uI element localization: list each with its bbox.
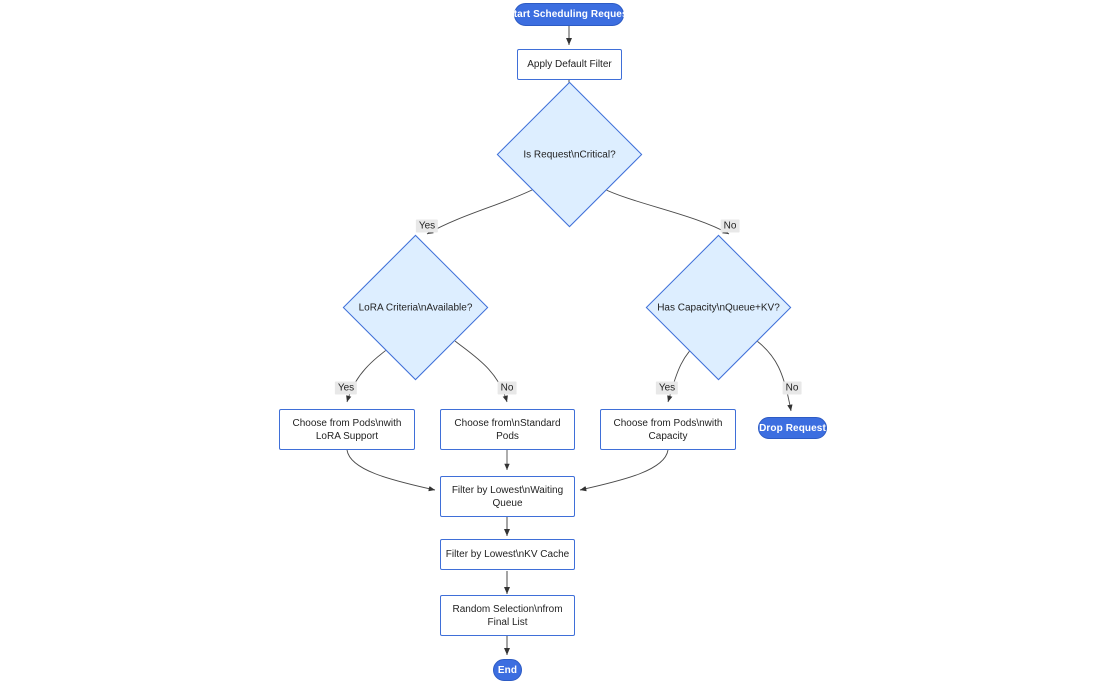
node-has-capacity[interactable]: Has Capacity\nQueue+KV? — [645, 234, 792, 381]
node-choose-standard-pods-line1: Choose from\nStandard — [454, 417, 561, 429]
edge-lora-pods-to-filter-queue — [346, 449, 436, 492]
node-filter-kv-cache[interactable]: Filter by Lowest\nKV Cache — [440, 539, 575, 570]
node-lora-criteria-available[interactable]: LoRA Criteria\nAvailable? — [342, 234, 489, 381]
node-choose-capacity-pods-line1: Choose from Pods\nwith — [613, 417, 723, 429]
edge-label-text: Yes — [337, 382, 355, 394]
edge-label-lora-yes: Yes — [334, 381, 358, 395]
node-apply-default-filter[interactable]: Apply Default Filter — [517, 49, 622, 80]
node-random-selection-line2: Final List — [487, 616, 528, 628]
edge-label-text: No — [785, 382, 799, 394]
edge-label-text: Yes — [418, 220, 436, 232]
edge-capacity-no-to-drop-request — [756, 340, 793, 412]
node-is-request-critical-label: Is Request\nCritical? — [523, 149, 616, 160]
node-filter-waiting-queue-line1: Filter by Lowest\nWaiting — [451, 484, 564, 496]
edge-critical-yes-to-lora — [426, 187, 537, 235]
node-lora-criteria-available-label: LoRA Criteria\nAvailable? — [358, 302, 473, 313]
node-end[interactable]: End — [493, 659, 522, 681]
edge-label-lora-no: No — [497, 381, 517, 395]
node-choose-standard-pods-line2: Pods — [496, 430, 519, 442]
node-start-label: Start Scheduling Request — [506, 9, 632, 20]
edge-capacity-pods-to-filter-queue — [579, 449, 669, 492]
node-drop-request-label: Drop Request — [759, 422, 826, 434]
node-drop-request[interactable]: Drop Request — [758, 417, 827, 439]
node-choose-lora-pods-line1: Choose from Pods\nwith — [292, 417, 402, 429]
node-random-selection[interactable]: Random Selection\nfrom Final List — [440, 595, 575, 636]
node-start[interactable]: Start Scheduling Request — [507, 3, 631, 26]
node-choose-capacity-pods[interactable]: Choose from Pods\nwith Capacity — [600, 409, 736, 450]
node-is-request-critical[interactable]: Is Request\nCritical? — [496, 81, 643, 228]
node-random-selection-line1: Random Selection\nfrom — [452, 603, 563, 615]
node-filter-waiting-queue[interactable]: Filter by Lowest\nWaiting Queue — [440, 476, 575, 517]
edge-label-critical-yes: Yes — [415, 219, 439, 233]
edge-label-text: No — [500, 382, 514, 394]
edge-critical-no-to-capacity — [601, 187, 730, 235]
node-has-capacity-label: Has Capacity\nQueue+KV? — [657, 302, 780, 313]
node-filter-waiting-queue-line2: Queue — [492, 497, 523, 509]
edge-label-text: No — [723, 220, 737, 232]
node-choose-standard-pods[interactable]: Choose from\nStandard Pods — [440, 409, 575, 450]
node-choose-capacity-pods-line2: Capacity — [648, 430, 688, 442]
node-end-label: End — [497, 664, 518, 676]
node-apply-default-filter-label: Apply Default Filter — [527, 59, 612, 70]
node-filter-kv-cache-label: Filter by Lowest\nKV Cache — [445, 549, 570, 560]
node-choose-lora-pods[interactable]: Choose from Pods\nwith LoRA Support — [279, 409, 415, 450]
edge-label-capacity-no: No — [782, 381, 802, 395]
edge-label-text: Yes — [658, 382, 676, 394]
node-choose-lora-pods-line2: LoRA Support — [315, 430, 379, 442]
edge-label-capacity-yes: Yes — [655, 381, 679, 395]
edge-label-critical-no: No — [720, 219, 740, 233]
